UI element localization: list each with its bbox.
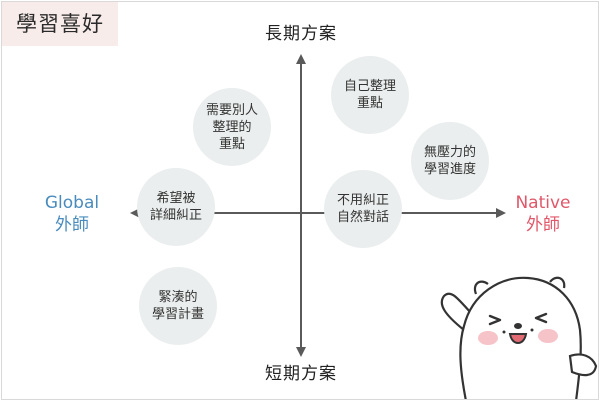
bubble-detailed-correction: 希望被 詳細糾正 [137,168,215,246]
native-label-line2: 外師 [526,215,560,235]
global-label-line1: Global [44,193,100,213]
arrow-up-icon [296,54,306,64]
arrow-down-icon [296,347,306,357]
bubble-text: 自己整理 重點 [343,79,396,111]
bubble-text: 緊湊的 學習計畫 [151,290,204,322]
global-label-line2: 外師 [55,215,89,235]
arrow-left-icon [130,208,140,218]
native-label-line1: Native [515,193,571,213]
vertical-axis [300,62,302,349]
bubble-organized-notes: 需要別人 整理的 重點 [193,88,271,166]
bubble-text: 希望被 詳細糾正 [149,191,202,223]
bubble-text: 不用糾正 自然對話 [336,193,389,225]
bubble-text: 需要別人 整理的 重點 [205,102,258,152]
section-tag: 學習喜好 [2,2,118,46]
axis-label-native-teacher: Native 外師 [507,192,579,236]
arrow-right-icon [496,208,506,218]
bubble-intensive-plan: 緊湊的 學習計畫 [139,267,217,345]
horizontal-axis [138,212,498,214]
bubble-no-pressure: 無壓力的 學習進度 [411,122,489,200]
axis-label-short-term: 短期方案 [265,364,337,384]
bubble-text: 無壓力的 學習進度 [423,145,476,177]
axis-label-long-term: 長期方案 [265,24,337,44]
axis-label-global-teacher: Global 外師 [36,192,108,236]
bubble-self-notes: 自己整理 重點 [331,56,409,134]
bubble-light-correction: 不用糾正 自然對話 [324,170,402,248]
seal-mascot-illustration [440,276,598,399]
